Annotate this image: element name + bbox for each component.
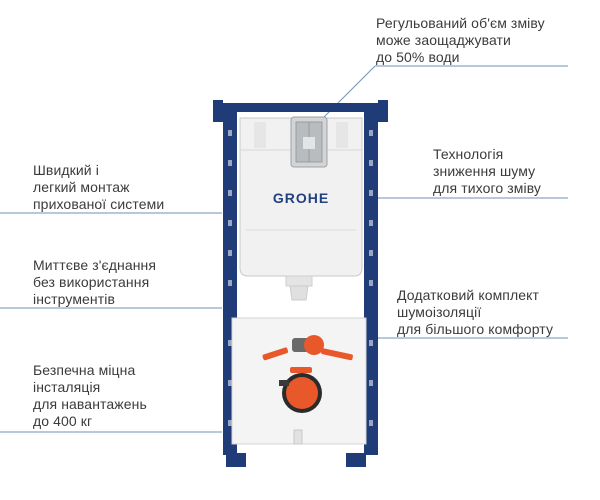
cistern-tank [239, 117, 363, 277]
feature-sound-insulation-kit: Додатковий комплект шумоізоляції для біл… [397, 287, 554, 337]
feature-quick-installation: Швидкий і легкий монтаж прихованої систе… [33, 162, 165, 212]
feature-flush-volume: Регульований об'єм зміву може заощаджува… [376, 15, 545, 65]
flush-plate [290, 116, 328, 168]
water-connection [262, 335, 353, 361]
feature-tool-free-connection: Миттєве з'єднання без використання інстр… [33, 257, 157, 307]
feature-noise-reduction: Технологія зниження шуму для тихого змів… [433, 146, 542, 196]
drain-connection [279, 367, 322, 413]
grohe-logo: GROHE [272, 190, 330, 206]
flush-pipe [285, 275, 313, 301]
feature-load-capacity: Безпечна міцна інсталяція для навантажен… [33, 362, 147, 429]
callout-line-f1 [317, 65, 376, 124]
